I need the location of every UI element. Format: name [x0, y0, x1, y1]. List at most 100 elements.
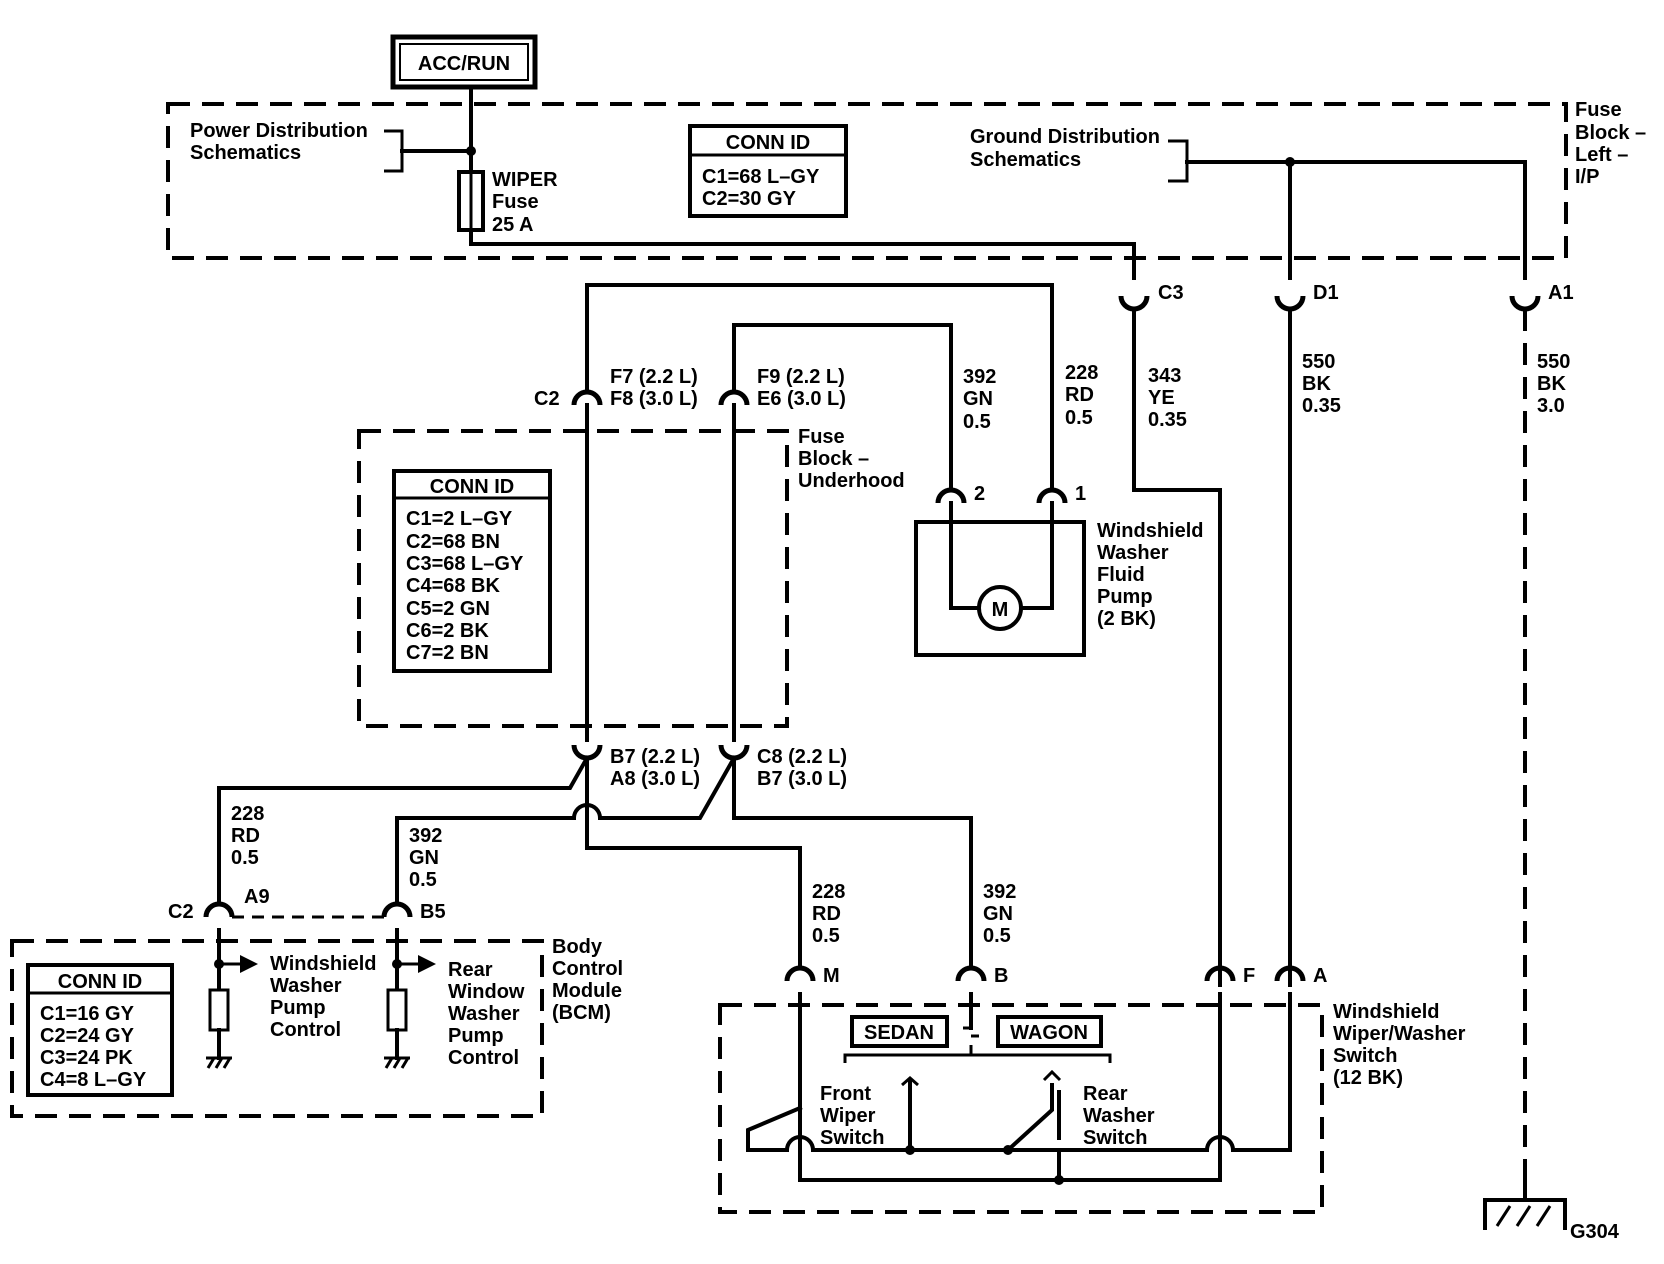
switch-pin-m	[784, 965, 816, 982]
rear-switch-label-2: Washer	[1083, 1105, 1155, 1127]
power-dist-bracket	[384, 129, 404, 173]
front-switch-label-1: Front	[820, 1083, 871, 1105]
pump-title-4: Pump	[1097, 586, 1153, 608]
wire-343-ye	[1132, 307, 1222, 987]
underhood-conn-row-5: C5=2 GN	[406, 598, 490, 620]
ground-g304-label: G304	[1570, 1221, 1620, 1243]
pump-pin-1	[1036, 487, 1068, 504]
underhood-c2-pin-left	[571, 389, 603, 406]
rear-switch-label-1: Rear	[1083, 1083, 1128, 1105]
ip-conn-id-row-1: C1=68 L–GY	[702, 166, 820, 188]
w228-bcm-gauge: 0.5	[231, 847, 259, 869]
switch-title-3: Switch	[1333, 1045, 1397, 1067]
fuse-block-underhood-outline	[357, 429, 789, 728]
underhood-conn-row-7: C7=2 BN	[406, 642, 489, 664]
switch-title-1: Windshield	[1333, 1001, 1439, 1023]
w228-sw-gauge: 0.5	[812, 925, 840, 947]
bcm-conn-row-3: C3=24 PK	[40, 1047, 133, 1069]
front-switch-label-3: Switch	[820, 1127, 884, 1149]
underhood-top-left-pin-1: F7 (2.2 L)	[610, 366, 698, 388]
pump-motor-icon	[977, 585, 1023, 631]
pump-title-2: Washer	[1097, 542, 1169, 564]
bcm-out2-3: Washer	[448, 1003, 520, 1025]
w228-sw-color: RD	[812, 903, 841, 925]
wagon-box	[996, 1015, 1103, 1048]
wiper-fuse-label-1: WIPER	[492, 169, 558, 191]
bcm-a9-label: A9	[244, 886, 270, 908]
switch-title-2: Wiper/Washer	[1333, 1023, 1466, 1045]
w550b-gauge: 3.0	[1537, 395, 1565, 417]
pin-a1-label: A1	[1548, 282, 1574, 304]
bcm-out1-3: Pump	[270, 997, 326, 1019]
bcm-resistor-1	[208, 988, 230, 1032]
pump-title-1: Windshield	[1097, 520, 1203, 542]
underhood-title-3: Underhood	[798, 470, 905, 492]
underhood-top-left-pin-2: F8 (3.0 L)	[610, 388, 698, 410]
acc-run-box	[390, 34, 538, 90]
w392-bcm-gauge: 0.5	[409, 869, 437, 891]
option-brace	[843, 1053, 1112, 1063]
bcm-conn-row-2: C2=24 GY	[40, 1025, 135, 1047]
switch-pin-b	[955, 965, 987, 982]
underhood-bottom-right-pin-1: C8 (2.2 L)	[757, 746, 847, 768]
pin-c3-label: C3	[1158, 282, 1184, 304]
w228-pump-num: 228	[1065, 362, 1098, 384]
pump-title-5: (2 BK)	[1097, 608, 1156, 630]
underhood-conn-row-3: C3=68 L–GY	[406, 553, 524, 575]
w343-gauge: 0.35	[1148, 409, 1187, 431]
power-dist-label-1: Power Distribution	[190, 120, 368, 142]
switch-outline	[718, 1003, 1324, 1214]
fuse-to-c3-wire	[469, 228, 1136, 280]
bcm-conn-row-4: C4=8 L–GY	[40, 1069, 147, 1091]
underhood-bottom-left-pin-2: A8 (3.0 L)	[610, 768, 700, 790]
wire-228-rd-pump	[585, 283, 1054, 492]
underhood-conn-id-title: CONN ID	[430, 476, 514, 498]
switch-title-4: (12 BK)	[1333, 1067, 1403, 1089]
switch-pin-f	[1204, 965, 1236, 982]
underhood-conn-row-6: C6=2 BK	[406, 620, 489, 642]
power-dist-label-2: Schematics	[190, 142, 301, 164]
w392-pump-gauge: 0.5	[963, 411, 991, 433]
bcm-pin-b5	[381, 901, 413, 918]
underhood-top-right-pin-2: E6 (3.0 L)	[757, 388, 846, 410]
pin-d1-label: D1	[1313, 282, 1339, 304]
w228-bcm-num: 228	[231, 803, 264, 825]
switch-pin-a-label: A	[1313, 965, 1327, 987]
switch-pin-m-label: M	[823, 965, 840, 987]
bcm-output-arrow-2	[418, 955, 436, 973]
w343-color: YE	[1148, 387, 1175, 409]
ip-conn-id-box	[688, 124, 848, 218]
underhood-c2-pin-right	[718, 389, 750, 406]
underhood-conn-row-4: C4=68 BK	[406, 575, 500, 597]
bcm-conn-id-box	[26, 963, 174, 1097]
bcm-c2-label: C2	[168, 901, 194, 923]
rear-washer-switch-contact	[1005, 1083, 1054, 1153]
sedan-box	[850, 1015, 949, 1048]
fuse-block-ip-outline	[166, 102, 1568, 260]
wire-392-gn-switch	[732, 756, 973, 970]
w392-bcm-color: GN	[409, 847, 439, 869]
w343-num: 343	[1148, 365, 1181, 387]
switch-pin-b-label: B	[994, 965, 1008, 987]
switch-pin-f-label: F	[1243, 965, 1255, 987]
wire-228-rd-bcm	[217, 755, 590, 906]
bcm-title-3: Module	[552, 980, 622, 1002]
w392-pump-color: GN	[963, 388, 993, 410]
pump-motor-label: M	[992, 599, 1009, 621]
connector-a1	[1509, 295, 1541, 312]
ground-dist-bracket	[1168, 139, 1189, 183]
w550b-color: BK	[1537, 373, 1566, 395]
bcm-conn-row-1: C1=16 GY	[40, 1003, 135, 1025]
bcm-b5-label: B5	[420, 901, 446, 923]
wiper-fuse-label-3: 25 A	[492, 214, 534, 236]
sedan-label: SEDAN	[864, 1022, 934, 1044]
underhood-bottom-left-pin-1: B7 (2.2 L)	[610, 746, 700, 768]
w228-pump-gauge: 0.5	[1065, 407, 1093, 429]
bcm-title-2: Control	[552, 958, 623, 980]
bcm-out2-1: Rear	[448, 959, 493, 981]
rear-switch-label-3: Switch	[1083, 1127, 1147, 1149]
w550a-gauge: 0.35	[1302, 395, 1341, 417]
pump-title-3: Fluid	[1097, 564, 1145, 586]
underhood-c2-label: C2	[534, 388, 560, 410]
fuse-block-ip-title-2: Block –	[1575, 122, 1646, 144]
